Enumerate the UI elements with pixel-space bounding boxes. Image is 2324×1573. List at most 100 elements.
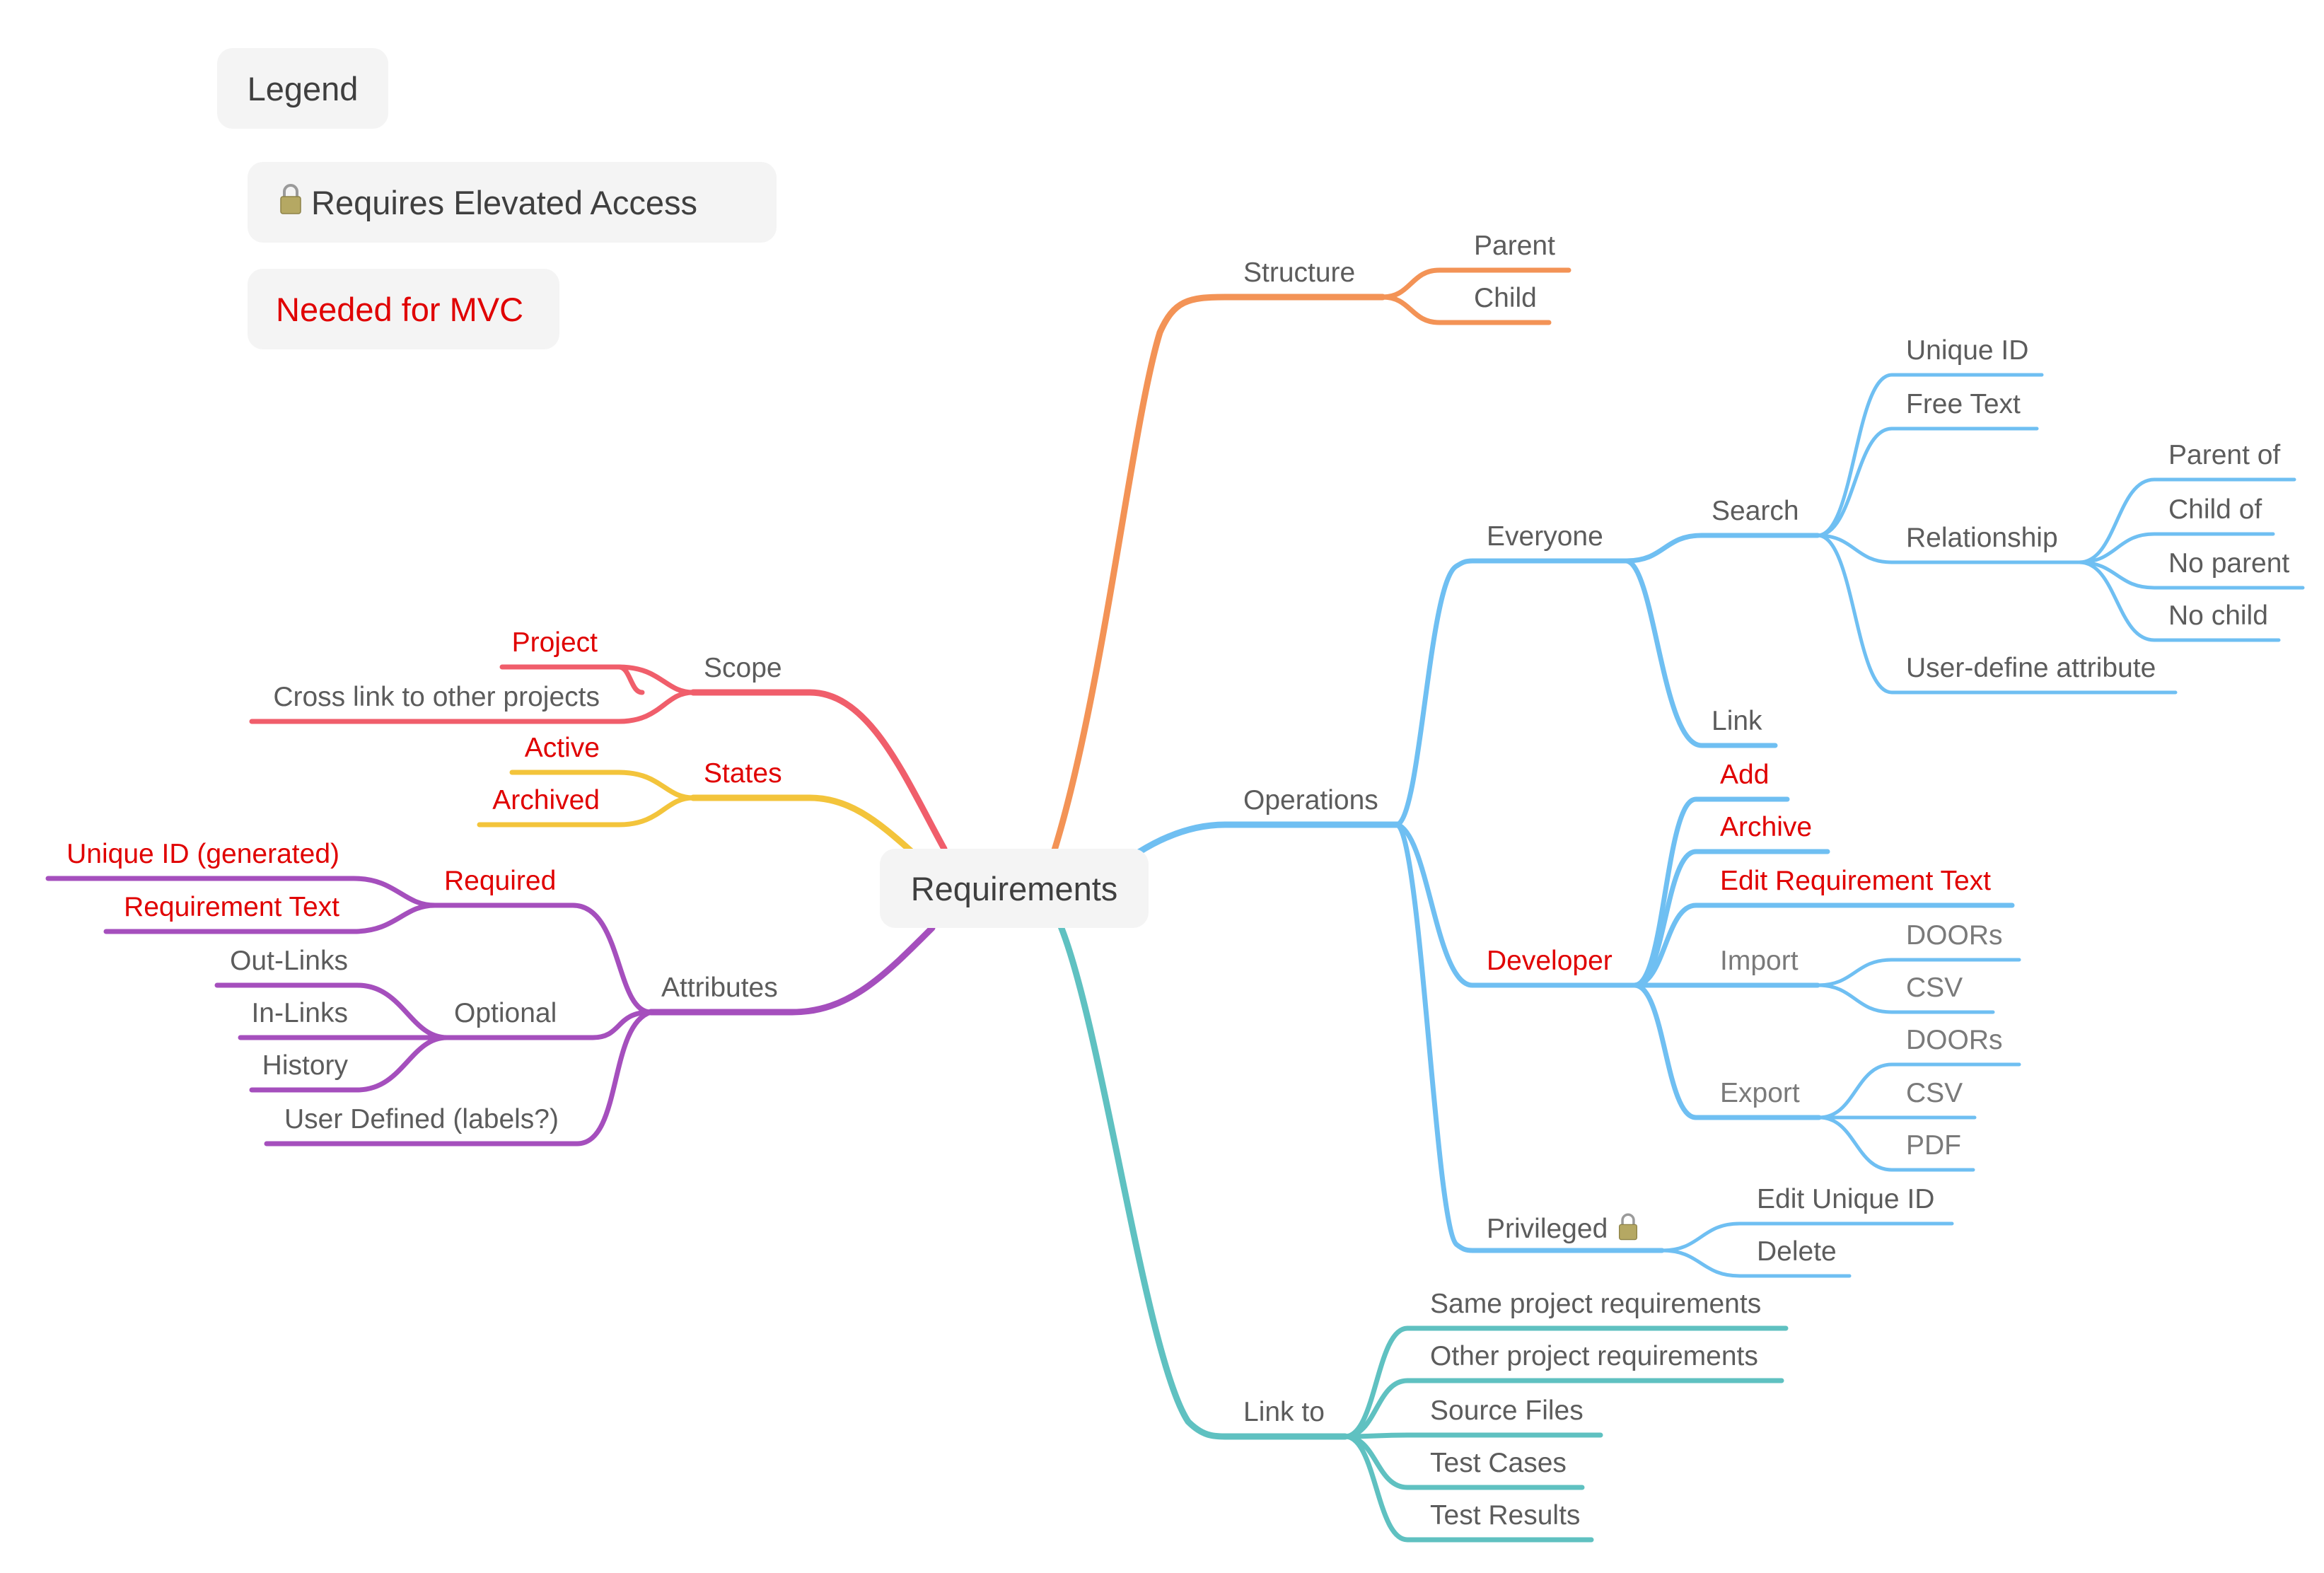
branch-required: [432, 902, 653, 1015]
legend-item-elevated-access: Requires Elevated Access: [248, 162, 777, 243]
branch-attributes: [647, 924, 936, 1016]
node-child[interactable]: Child: [1474, 283, 1537, 313]
branch-link-to: [1057, 923, 1349, 1440]
node-unique-id-generated[interactable]: Unique ID (generated): [66, 839, 339, 869]
root-node[interactable]: Requirements: [880, 849, 1149, 928]
node-optional-child[interactable]: Out-Links: [230, 946, 348, 976]
branch-export-child: [1817, 1062, 2021, 1120]
branch-developer-child: [1632, 902, 2015, 988]
branch-relationship-child: [2077, 477, 2296, 564]
branch-search-child: [1815, 373, 2044, 538]
node-attributes[interactable]: Attributes: [661, 973, 778, 1003]
branch-search-child: [1815, 533, 2178, 695]
branch-relationship-child: [2077, 560, 2305, 590]
node-project[interactable]: Project: [511, 627, 598, 658]
node-link-to[interactable]: Link to: [1243, 1397, 1325, 1427]
node-privileged-child[interactable]: Delete: [1757, 1236, 1837, 1267]
legend-title: Legend: [247, 69, 359, 108]
node-structure[interactable]: Structure: [1243, 257, 1356, 288]
node-export-child[interactable]: DOORs: [1906, 1025, 2003, 1055]
node-link-to-child[interactable]: Other project requirements: [1430, 1341, 1758, 1371]
branch-privileged-child: [1660, 1248, 1852, 1278]
lock-icon: [1617, 1212, 1639, 1246]
node-developer-child[interactable]: Archive: [1720, 812, 1813, 842]
node-user-defined[interactable]: User Defined (labels?): [284, 1104, 559, 1134]
node-relationship-child[interactable]: No child: [2168, 600, 2268, 631]
node-requirement-text[interactable]: Requirement Text: [124, 892, 339, 922]
node-everyone[interactable]: Everyone: [1487, 521, 1603, 552]
branch-optional-child: [249, 1035, 450, 1093]
node-privileged-child[interactable]: Edit Unique ID: [1757, 1184, 1935, 1214]
branch-import-child: [1815, 983, 1995, 1014]
node-search-child[interactable]: Free Text: [1906, 389, 2021, 419]
node-parent[interactable]: Parent: [1474, 231, 1555, 261]
branch-everyone: [1395, 558, 1629, 828]
node-optional-child[interactable]: In-Links: [251, 998, 348, 1028]
node-privileged[interactable]: Privileged: [1487, 1212, 1647, 1246]
node-export-child[interactable]: PDF: [1906, 1130, 1961, 1161]
node-relationship-child[interactable]: Parent of: [2168, 440, 2281, 470]
node-active[interactable]: Active: [524, 733, 600, 763]
branch-link-to-child: [1342, 1434, 1594, 1543]
node-relationship-child[interactable]: No parent: [2168, 548, 2290, 579]
branch-privileged-child: [1660, 1221, 1954, 1253]
legend-item-label: Needed for MVC: [276, 290, 524, 328]
branch-operations: [1135, 821, 1401, 856]
node-link-to-child[interactable]: Same project requirements: [1430, 1289, 1762, 1319]
node-search-child[interactable]: Relationship: [1906, 523, 2058, 553]
branch-developer-child: [1632, 982, 1822, 1120]
branch-export-child: [1817, 1115, 1975, 1172]
branch-link: [1624, 558, 1778, 748]
node-developer[interactable]: Developer: [1487, 946, 1613, 976]
branch-optional: [444, 1009, 653, 1040]
node-link-to-child[interactable]: Source Files: [1430, 1395, 1584, 1426]
node-optional[interactable]: Optional: [454, 998, 557, 1028]
node-developer-child[interactable]: Add: [1720, 760, 1770, 790]
node-developer-child[interactable]: Export: [1720, 1078, 1800, 1108]
node-link-to-child[interactable]: Test Cases: [1430, 1448, 1567, 1478]
root-label: Requirements: [910, 869, 1118, 907]
branch-requirement-text: [103, 902, 438, 934]
node-optional-child[interactable]: History: [262, 1050, 348, 1081]
branch-states: [690, 794, 916, 856]
branch-search-child: [1815, 533, 2081, 564]
lock-icon: [279, 183, 303, 222]
node-relationship-child[interactable]: Child of: [2168, 494, 2262, 525]
branch-archived: [477, 795, 696, 828]
branch-developer: [1395, 822, 1637, 988]
node-operations[interactable]: Operations: [1243, 785, 1378, 815]
branch-link-to-child: [1342, 1378, 1784, 1439]
branch-relationship-child: [2077, 560, 2281, 642]
node-search[interactable]: Search: [1712, 496, 1799, 526]
node-link-to-child[interactable]: Test Results: [1430, 1500, 1581, 1531]
legend-item-label: Requires Elevated Access: [311, 183, 698, 221]
node-export-child[interactable]: CSV: [1906, 1078, 1963, 1108]
branch-import-child: [1815, 958, 2021, 987]
node-scope[interactable]: Scope: [704, 653, 782, 683]
branch-user-defined: [264, 1009, 653, 1147]
branch-cross-link: [249, 690, 696, 724]
branch-privileged: [1395, 822, 1665, 1253]
branch-optional-child: [214, 982, 450, 1040]
legend-item-mvc: Needed for MVC: [248, 269, 559, 349]
branch-search-child: [1815, 426, 2039, 538]
node-search-child[interactable]: User-define attribute: [1906, 653, 2156, 683]
node-cross-link[interactable]: Cross link to other projects: [273, 682, 600, 712]
branch-child: [1380, 294, 1552, 325]
node-archived[interactable]: Archived: [492, 785, 600, 815]
branch-scope: [690, 689, 948, 852]
node-states[interactable]: States: [704, 758, 782, 789]
legend-title-box: Legend: [217, 48, 388, 129]
branch-link-to-child: [1342, 1432, 1603, 1439]
branch-structure: [1050, 294, 1386, 856]
node-import-child[interactable]: DOORs: [1906, 920, 2003, 951]
node-required[interactable]: Required: [444, 866, 557, 896]
branch-relationship-child: [2077, 532, 2275, 564]
branch-search: [1624, 533, 1820, 564]
node-developer-child[interactable]: Edit Requirement Text: [1720, 866, 1991, 896]
node-search-child[interactable]: Unique ID: [1906, 335, 2029, 366]
node-link[interactable]: Link: [1712, 706, 1762, 736]
node-developer-child[interactable]: Import: [1720, 946, 1799, 976]
node-import-child[interactable]: CSV: [1906, 973, 1963, 1003]
